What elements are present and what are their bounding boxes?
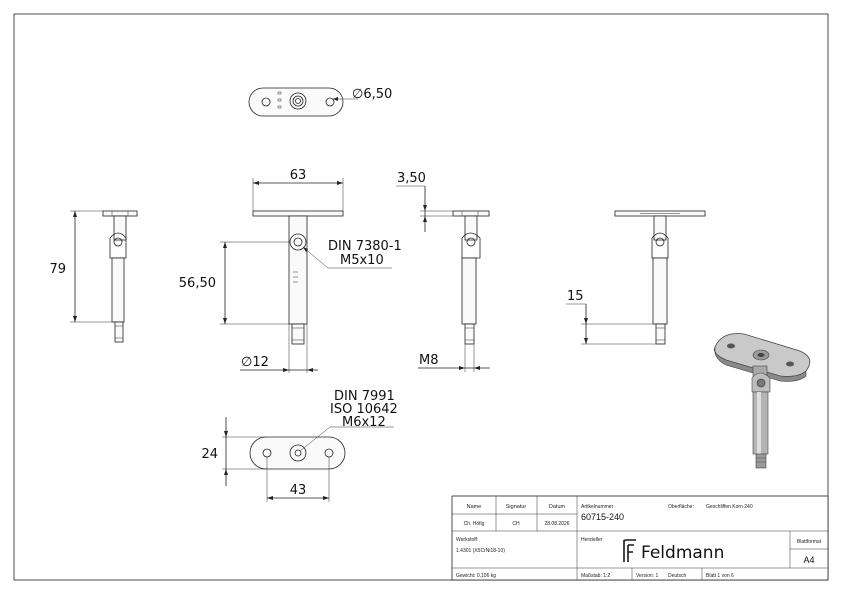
plate-width-label: 63 xyxy=(290,168,307,183)
screw-leader xyxy=(302,246,392,269)
total-height-label: 79 xyxy=(49,262,66,277)
material-value: 1.4301 (X5CrNi18-10) xyxy=(456,548,505,554)
dim-79 xyxy=(70,210,112,323)
bottom-view xyxy=(249,426,394,470)
iso-view xyxy=(714,333,811,469)
tube-dia-label: ∅12 xyxy=(241,355,269,370)
dim-56-50 xyxy=(220,241,290,325)
bottom-din-label: DIN 7991 xyxy=(334,389,395,404)
signature-label: Signatur xyxy=(506,504,527,510)
thread-label: M8 xyxy=(419,353,439,368)
hole-spacing-label: 43 xyxy=(290,483,307,498)
dim-63 xyxy=(252,178,344,211)
dim-24 xyxy=(222,417,266,486)
hole-dia-label: ∅6,50 xyxy=(352,87,392,102)
axle-height-label: 56,50 xyxy=(179,276,216,291)
dim-m8 xyxy=(418,344,490,372)
scale-text: Maßstab: 1:2 xyxy=(581,573,610,579)
date-value: 28.08.2026 xyxy=(544,521,569,527)
front-view xyxy=(252,210,344,345)
top-view xyxy=(248,87,358,117)
bottom-screw-label: M6x12 xyxy=(342,415,386,430)
sheet-text: Blatt 1 von 6 xyxy=(706,573,734,579)
rear-view xyxy=(614,210,706,345)
name-label: Name xyxy=(467,504,482,510)
signature-value: CH xyxy=(512,521,520,527)
left-view xyxy=(102,210,138,343)
material-label: Werkstoff: xyxy=(456,537,478,543)
plate-thickness-label: 3,50 xyxy=(397,171,426,186)
surface-label: Oberfläche: xyxy=(668,504,694,510)
title-block xyxy=(451,495,829,581)
format-label: Blattformat xyxy=(797,539,822,545)
screw-size-label: M5x10 xyxy=(340,253,384,268)
dim-3-50 xyxy=(396,185,453,232)
dim-15 xyxy=(566,303,656,345)
screw-din-label: DIN 7380-1 xyxy=(328,239,402,254)
dim-43 xyxy=(266,457,330,502)
svg-text:Feldmann: Feldmann xyxy=(641,543,724,563)
dim-tube xyxy=(240,324,318,373)
side-view xyxy=(452,210,490,345)
plate-height-label: 24 xyxy=(201,447,218,462)
article-label: Artikelnummer xyxy=(581,504,614,510)
language-text: Deutsch xyxy=(668,573,687,579)
surface-value: Geschliffen Korn 240 xyxy=(706,504,753,510)
weight-text: Gewicht: 0,106 kg xyxy=(456,573,496,579)
thread-length-label: 15 xyxy=(567,289,584,304)
article-value: 60715-240 xyxy=(581,512,624,522)
date-label: Datum xyxy=(549,504,566,510)
sheet-border xyxy=(13,13,829,581)
name-value: Ch. Höfig xyxy=(464,521,485,527)
version-text: Version: 1 xyxy=(636,573,658,579)
format-value: A4 xyxy=(803,555,814,565)
manufacturer-label: Hersteller xyxy=(581,537,603,543)
feldmann-logo: Feldmann xyxy=(623,539,724,563)
bottom-iso-label: ISO 10642 xyxy=(330,402,398,417)
